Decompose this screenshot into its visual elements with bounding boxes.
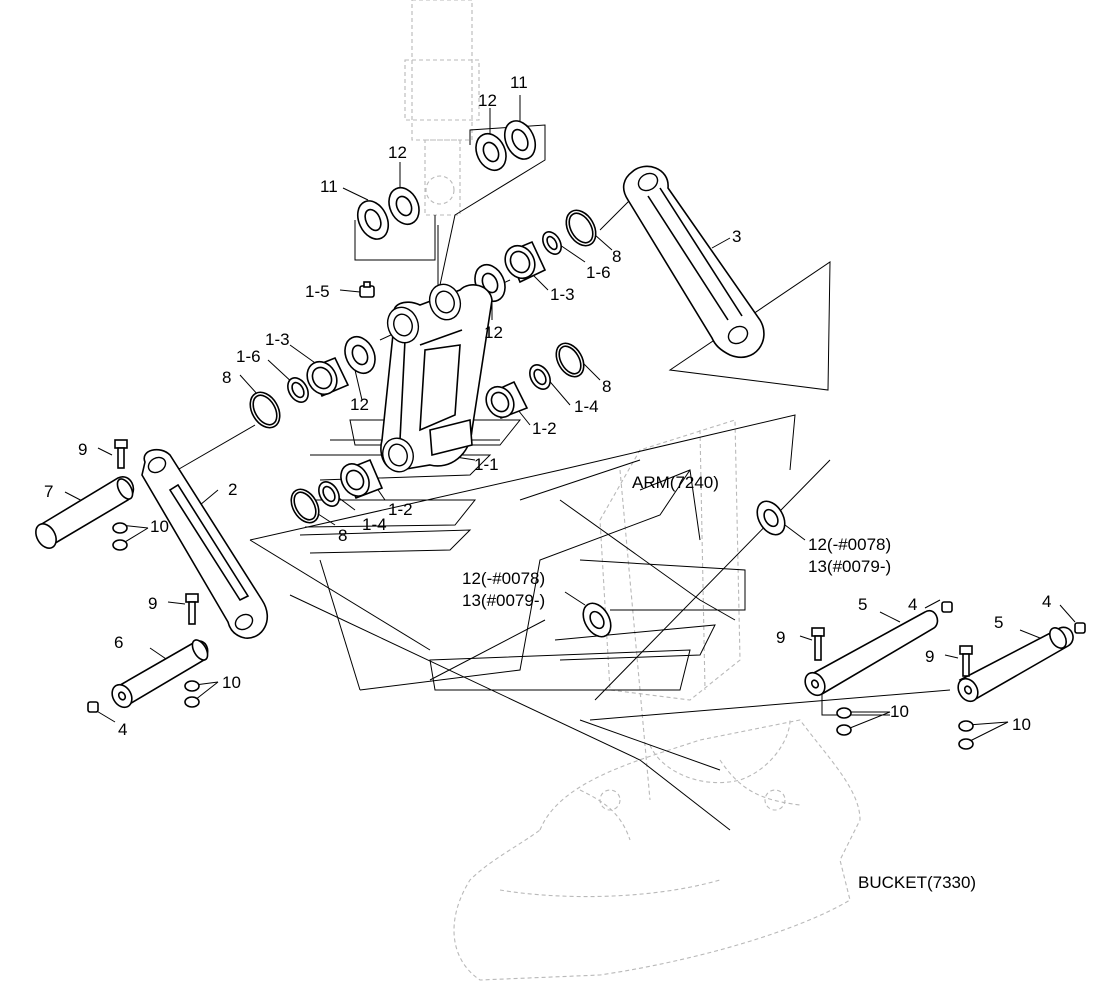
washer-12-left (388, 186, 420, 226)
label-bucket: BUCKET(7330) (858, 873, 976, 892)
label-5: 5 (858, 595, 867, 614)
label-1-3: 1-3 (550, 285, 575, 304)
pin-5-a (804, 609, 939, 697)
label-9: 9 (925, 647, 934, 666)
label-11: 11 (320, 177, 338, 196)
label-12-13-right-b: 13(#0079-) (808, 557, 891, 576)
label-arm: ARM(7240) (632, 473, 719, 492)
bucket-ghost (453, 719, 861, 981)
label-12: 12 (484, 323, 503, 342)
pin-5-b (957, 626, 1074, 703)
cylinder-ghost (404, 0, 480, 216)
pin-7 (35, 476, 135, 549)
label-9: 9 (78, 440, 87, 459)
washer-12-upper (475, 132, 507, 172)
grease-nipple-4-c (1074, 622, 1086, 634)
washer-12-13-right (756, 500, 786, 536)
arm-ghost (599, 419, 741, 801)
bushing-1-2-right (485, 380, 529, 420)
label-12-13-mid-a: 12(-#0078) (462, 569, 545, 588)
bolt-9-b (185, 593, 199, 625)
grease-nipple-4-b (941, 601, 953, 613)
grease-nipple-1-5 (359, 281, 375, 298)
label-12-13-mid-b: 13(#0079-) (462, 591, 545, 610)
washer-12-13-mid (582, 602, 612, 638)
label-3: 3 (732, 227, 741, 246)
label-1-4: 1-4 (362, 515, 387, 534)
washer-12-left-mid (344, 335, 376, 375)
washer-11-left (356, 200, 390, 240)
label-2: 2 (228, 480, 237, 499)
grease-nipple-4-a (87, 701, 99, 713)
label-12: 12 (478, 91, 497, 110)
label-1-5: 1-5 (305, 282, 330, 301)
nuts-10-b (184, 680, 200, 708)
label-1-6: 1-6 (586, 263, 611, 282)
bushing-1-3-right (504, 240, 547, 284)
label-10: 10 (1012, 715, 1031, 734)
label-8: 8 (222, 368, 231, 387)
nuts-10-c (836, 707, 852, 736)
label-4: 4 (1042, 592, 1051, 611)
bolt-9-d (959, 645, 973, 677)
bushing-1-2-bottom (340, 458, 384, 500)
link-1-1 (380, 283, 493, 473)
link-2 (141, 448, 268, 639)
label-10: 10 (222, 673, 241, 692)
label-9: 9 (148, 594, 157, 613)
label-1-4: 1-4 (574, 397, 599, 416)
bolt-9-c (811, 627, 825, 661)
label-1-2: 1-2 (532, 419, 557, 438)
label-12-13-right-a: 12(-#0078) (808, 535, 891, 554)
label-12: 12 (388, 143, 407, 162)
label-4: 4 (118, 720, 127, 739)
label-8: 8 (338, 526, 347, 545)
bushing-1-4-right (529, 364, 551, 390)
o-ring-8-mid-right (555, 342, 585, 378)
label-1-2: 1-2 (388, 500, 413, 519)
bushing-1-4-bottom (318, 481, 340, 507)
label-6: 6 (114, 633, 123, 652)
bushing-1-6-right (542, 231, 562, 255)
o-ring-8-top (565, 209, 597, 247)
bushing-1-3-left (306, 356, 350, 398)
frame-outlines (249, 261, 951, 831)
label-8: 8 (612, 247, 621, 266)
label-12: 12 (350, 395, 369, 414)
label-7: 7 (44, 482, 53, 501)
bolt-9-a (114, 439, 128, 469)
label-1-6: 1-6 (236, 347, 261, 366)
nuts-10-a (112, 522, 128, 551)
label-11: 11 (510, 73, 528, 92)
label-5: 5 (994, 613, 1003, 632)
leader-lines (64, 95, 1076, 743)
label-9: 9 (776, 628, 785, 647)
label-10: 10 (890, 702, 909, 721)
callout-labels: 11 12 11 12 3 8 1-6 1-3 1-5 12 1-3 1-6 8… (44, 73, 1051, 892)
label-1-1: 1-1 (474, 455, 499, 474)
label-10: 10 (150, 517, 169, 536)
label-8: 8 (602, 377, 611, 396)
o-ring-8-left (249, 391, 281, 429)
label-4: 4 (908, 595, 917, 614)
pin-6 (111, 639, 209, 709)
o-ring-8-bottom (290, 488, 320, 524)
label-1-3: 1-3 (265, 330, 290, 349)
washer-11-upper (503, 120, 537, 160)
nuts-10-d (958, 720, 974, 750)
link-3 (622, 165, 765, 358)
bushing-1-6-left (287, 377, 309, 403)
